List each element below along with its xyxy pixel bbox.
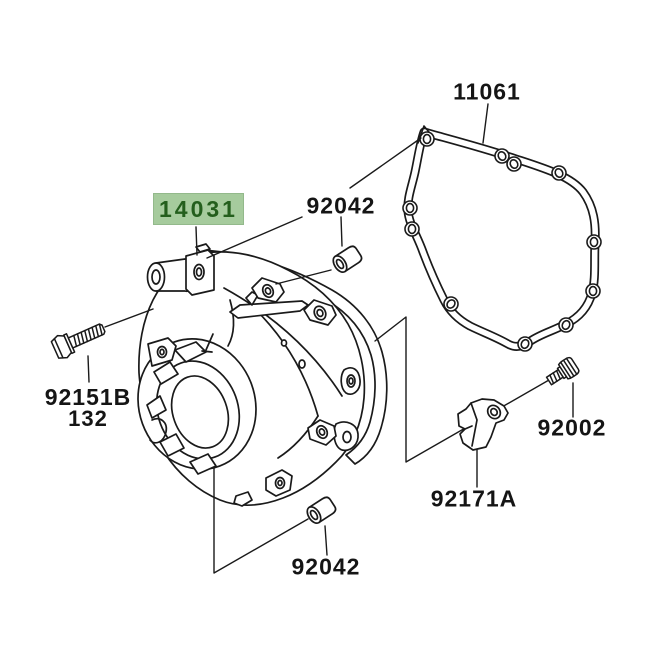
- part-label-bolt[interactable]: 92151B 132: [44, 384, 132, 431]
- part-label-gasket[interactable]: 11061: [453, 78, 521, 105]
- dowel-pin-top-drawing: [332, 245, 363, 273]
- part-label-bolt-size: 132: [68, 406, 108, 431]
- cover-drawing: [137, 243, 388, 507]
- gasket-drawing: [402, 125, 602, 352]
- part-label-bracket[interactable]: 92171A: [430, 485, 518, 512]
- flange-bolt-drawing: [50, 323, 106, 359]
- part-label-screw[interactable]: 92002: [537, 414, 607, 441]
- part-label-pin-bottom[interactable]: 92042: [291, 553, 361, 580]
- part-label-pin-top[interactable]: 92042: [306, 192, 376, 219]
- part-label-cover-highlighted[interactable]: 14031: [153, 193, 244, 225]
- bracket-drawing: [457, 398, 509, 451]
- part-label-bolt-number: 92151B: [44, 384, 132, 410]
- dowel-pin-bottom-drawing: [306, 496, 337, 524]
- screw-drawing: [545, 356, 580, 386]
